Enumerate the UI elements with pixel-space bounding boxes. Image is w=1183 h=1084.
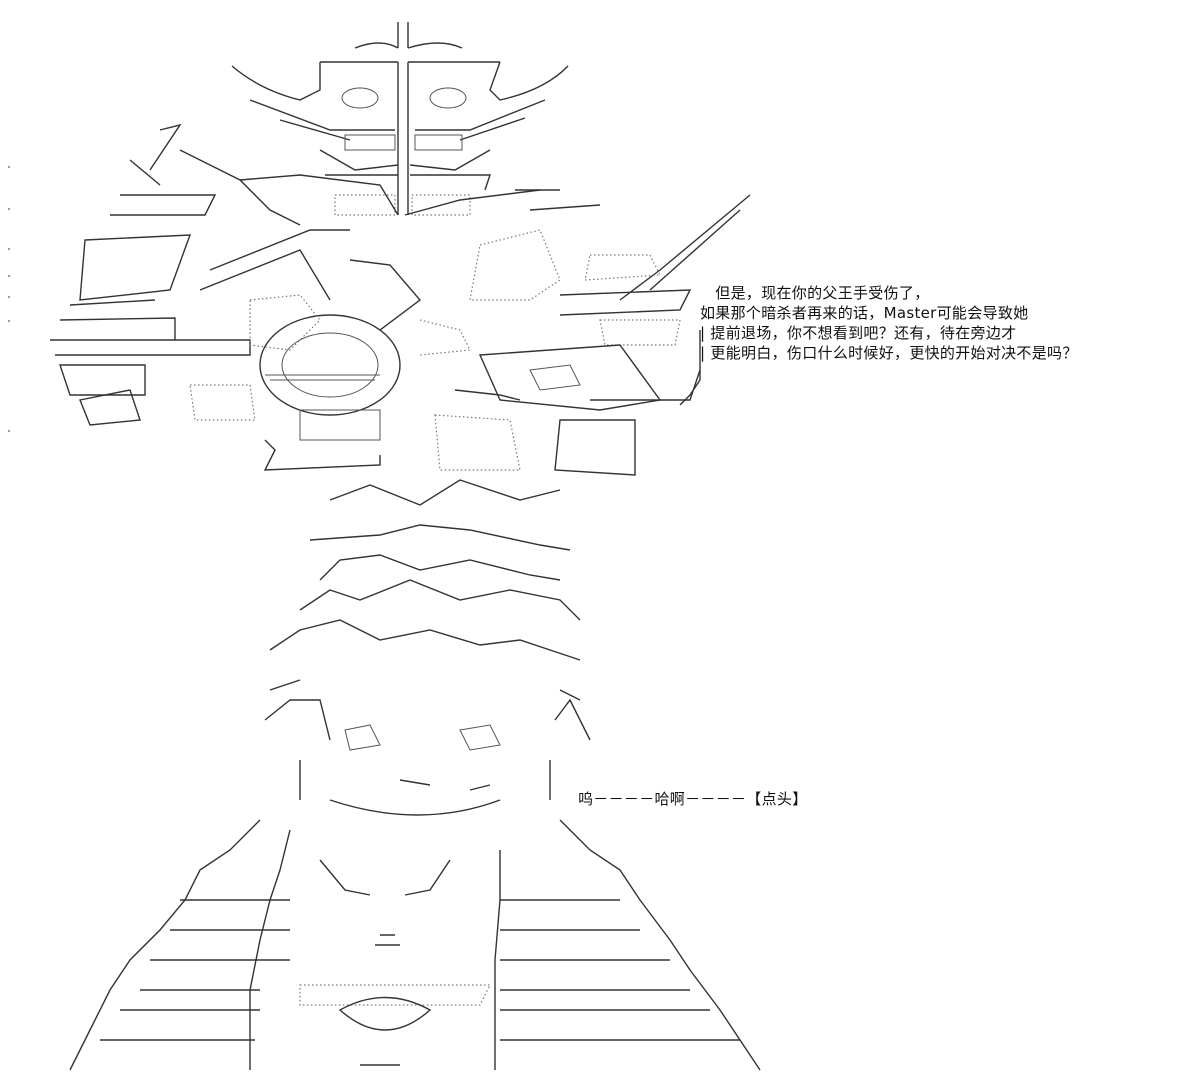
dialogue-block-2: 呜－－－－哈啊－－－－【点头】 (578, 789, 808, 809)
edge-mark (8, 430, 10, 432)
dialogue-line: 如果那个暗杀者再来的话，Master可能会导致她 (700, 304, 1029, 322)
edge-mark (8, 320, 10, 322)
right-shoulder-sword (469, 189, 751, 476)
dialogue-line: | 更能明白，伤口什么时候好，更快的开始对决不是吗？ (700, 344, 1078, 362)
helmet-crest (231, 22, 569, 216)
robe-lower-body (69, 819, 761, 1071)
dialogue-line: 但是，现在你的父王手受伤了， (700, 284, 930, 302)
torso-armor (239, 174, 541, 471)
dialogue-line: | 提前退场，你不想看到吧？还有，待在旁边才 (700, 324, 1017, 342)
left-shoulder-armor (50, 123, 350, 426)
dialogue-block-1: 但是，现在你的父王手受伤了， 如果那个暗杀者再来的话，Master可能会导致她 … (700, 283, 1078, 363)
edge-mark (8, 166, 10, 168)
edge-mark (8, 275, 10, 277)
speech-indicator-lines (679, 330, 701, 406)
edge-mark (8, 208, 10, 210)
edge-mark (8, 248, 10, 250)
dialogue-line: 呜－－－－哈啊－－－－【点头】 (578, 790, 808, 808)
hair-and-face (264, 479, 591, 816)
edge-mark (8, 296, 10, 298)
